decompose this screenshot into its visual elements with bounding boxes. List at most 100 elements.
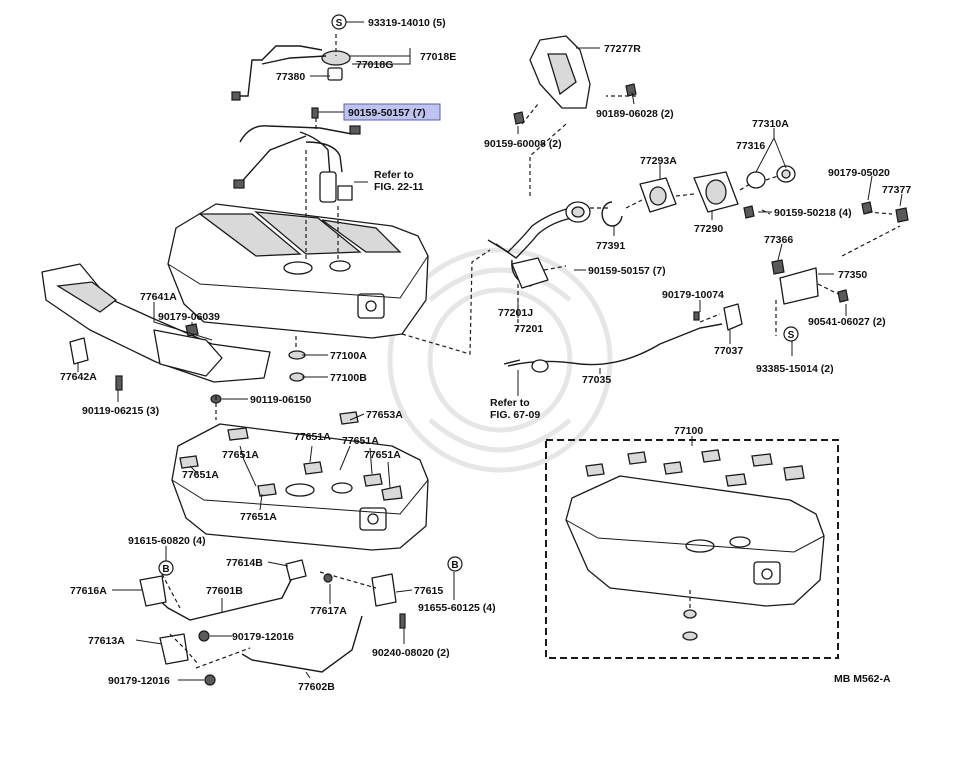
nut-icon [198,573,333,686]
fuel-lid-77350[interactable] [779,267,819,305]
part-label-77350[interactable]: 77350 [838,269,867,281]
bracket-77614b[interactable] [285,559,307,581]
part-label-77277r[interactable]: 77277R [604,43,641,55]
part-label-90189-06028[interactable]: 90189-06028 (2) [596,108,674,120]
pad-icon [179,411,403,501]
filler-pipe-mount[interactable] [511,257,549,289]
part-label-90159-60008[interactable]: 90159-60008 (2) [484,138,562,150]
part-label-77651a[interactable]: 77651A [240,511,277,523]
bolt-icon [513,111,525,125]
screw-icon [743,205,755,219]
code-circle-b-right: B [447,556,463,572]
part-label-77601b[interactable]: 77601B [206,585,243,597]
lock-77377[interactable] [895,207,909,223]
part-label-77641a[interactable]: 77641A [140,291,177,303]
part-label-77310a[interactable]: 77310A [752,118,789,130]
cushion-icon [682,609,698,641]
cap-77310a[interactable] [776,165,796,183]
part-label-77293a[interactable]: 77293A [640,155,677,167]
bolt-icon [399,613,406,629]
part-label-91615-60820[interactable]: 91615-60820 (4) [128,535,206,547]
watermark-emblem [387,247,613,473]
highlight-box [343,103,441,121]
screw-icon [693,311,700,321]
part-label-77100[interactable]: 77100 [674,425,703,437]
gasket-77391[interactable] [601,201,623,227]
code-circle-s-top: S [331,14,347,30]
protector-77277r[interactable] [529,35,591,109]
part-label-77037[interactable]: 77037 [714,345,743,357]
part-label-77380[interactable]: 77380 [276,71,305,83]
part-label-77615[interactable]: 77615 [414,585,443,597]
fuel-pump-assembly[interactable] [231,45,361,203]
part-label-90179-05020[interactable]: 90179-05020 [828,167,890,179]
part-label-93319-14010[interactable]: 93319-14010 (5) [368,17,446,29]
part-label-77651a[interactable]: 77651A [222,449,259,461]
lock-77037[interactable] [723,303,743,331]
bolt-icon [837,289,849,303]
part-label-90541-06027[interactable]: 90541-06027 (2) [808,316,886,328]
part-label-90179-12016[interactable]: 90179-12016 [232,631,294,643]
part-label-90159-50218[interactable]: 90159-50218 (4) [774,207,852,219]
filler-neck-77293a[interactable] [639,177,677,213]
fuel-tank-lower[interactable] [171,423,429,551]
part-label-77100b[interactable]: 77100B [330,372,367,384]
code-letter-b: B [451,560,458,571]
bolt-icon [115,375,123,391]
part-label-90179-12016[interactable]: 90179-12016 [108,675,170,687]
bracket-77616a[interactable] [139,575,167,607]
fuel-tank-upper[interactable] [167,203,429,339]
part-label-91655-60125[interactable]: 91655-60125 (4) [418,602,496,614]
code-circle-s-right: S [783,326,799,342]
part-labels: 93319-14010 (5) 77018E 77018G 77380 9015… [60,17,911,693]
part-label-90159-50157[interactable]: 90159-50157 (7) [588,265,666,277]
part-label-77018g[interactable]: 77018G [356,59,393,71]
part-label-77377[interactable]: 77377 [882,184,911,196]
part-label-77602b[interactable]: 77602B [298,681,335,693]
part-label-77100a[interactable]: 77100A [330,350,367,362]
part-label-77201j[interactable]: 77201J [498,307,533,319]
figure-ref-67-09[interactable]: FIG. 67-09 [490,409,540,421]
part-label-77366[interactable]: 77366 [764,234,793,246]
figure-ref-22-11[interactable]: FIG. 22-11 [374,181,424,193]
part-label-77613a[interactable]: 77613A [88,635,125,647]
part-label-77035[interactable]: 77035 [582,374,611,386]
part-label-90179-10074[interactable]: 90179-10074 [662,289,724,301]
part-label-77614b[interactable]: 77614B [226,557,263,569]
part-label-77616a[interactable]: 77616A [70,585,107,597]
refer-to-label: Refer to [374,169,414,181]
cushion-77100b[interactable] [289,372,305,382]
part-label-77651a[interactable]: 77651A [182,469,219,481]
lid-spring-77366[interactable] [771,259,785,275]
bracket-77613a[interactable] [159,633,189,665]
part-label-77018e[interactable]: 77018E [420,51,456,63]
lid-cable[interactable] [503,323,723,373]
part-label-77617a[interactable]: 77617A [310,605,347,617]
part-label-77391[interactable]: 77391 [596,240,625,252]
cap-77316[interactable] [746,171,766,189]
fuel-tank-assembly[interactable] [565,475,825,607]
part-label-77653a[interactable]: 77653A [366,409,403,421]
code-circle-b-left: B [158,560,174,576]
part-label-77651a[interactable]: 77651A [294,431,331,443]
bracket-77615[interactable] [371,573,397,607]
part-label-77201[interactable]: 77201 [514,323,543,335]
part-label-90119-06150[interactable]: 90119-06150 [250,394,311,406]
bolt-icon [625,83,637,97]
part-label-77651a[interactable]: 77651A [342,435,379,447]
part-label-90179-06039[interactable]: 90179-06039 [158,311,220,323]
part-label-93385-15014[interactable]: 93385-15014 (2) [756,363,834,375]
part-label-77651a[interactable]: 77651A [364,449,401,461]
rubber-cushion[interactable] [69,337,89,365]
filler-cap-77290[interactable] [693,171,739,213]
part-label-90119-06215[interactable]: 90119-06215 (3) [82,405,159,417]
part-label-77316[interactable]: 77316 [736,140,765,152]
part-label-77642a[interactable]: 77642A [60,371,97,383]
refer-to-label: Refer to [490,397,530,409]
pad-icon [585,449,805,487]
tank-band-77602b[interactable] [241,615,363,673]
part-label-90159-50157-highlighted[interactable]: 90159-50157 (7) [348,107,426,119]
part-label-77290[interactable]: 77290 [694,223,723,235]
part-label-90240-08020[interactable]: 90240-08020 (2) [372,647,450,659]
